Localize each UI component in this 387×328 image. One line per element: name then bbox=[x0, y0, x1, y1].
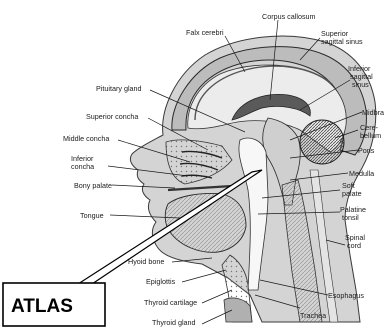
label-pons: Pons bbox=[358, 146, 375, 155]
label-falx-cerebri: Falx cerebri bbox=[186, 28, 224, 37]
label-midbrain: Midbra bbox=[362, 108, 384, 117]
label-inferior-concha-2: concha bbox=[71, 162, 94, 171]
label-thyroid-gland: Thyroid gland bbox=[152, 318, 196, 327]
label-epiglottis: Epiglottis bbox=[146, 277, 176, 286]
label-bony-palate: Bony palate bbox=[74, 181, 112, 190]
label-thyroid-cartilage: Thyroid cartilage bbox=[144, 298, 197, 307]
cerebellum-shape bbox=[300, 120, 344, 164]
label-superior-sagittal-sinus-2: sagittal sinus bbox=[321, 37, 363, 46]
label-tongue: Tongue bbox=[80, 211, 104, 220]
label-soft-palate-2: palate bbox=[342, 189, 362, 198]
label-esophagus: Esophagus bbox=[328, 291, 364, 300]
label-cerebellum-2: bellum bbox=[360, 131, 381, 140]
label-inferior-sagittal-sinus-3: sinus bbox=[352, 80, 369, 89]
label-middle-concha: Middle concha bbox=[63, 134, 109, 143]
label-hyoid-bone: Hyoid bone bbox=[128, 257, 164, 266]
label-medulla: Medulla bbox=[349, 169, 374, 178]
label-superior-concha: Superior concha bbox=[86, 112, 138, 121]
callout-label: ATLAS bbox=[11, 296, 73, 317]
label-pituitary-gland: Pituitary gland bbox=[96, 84, 142, 93]
label-corpus-callosum: Corpus callosum bbox=[262, 12, 316, 21]
label-trachea: Trachea bbox=[300, 311, 326, 320]
label-palatine-tonsil-2: tonsil bbox=[342, 213, 359, 222]
label-spinal-cord-2: cord bbox=[347, 241, 361, 250]
